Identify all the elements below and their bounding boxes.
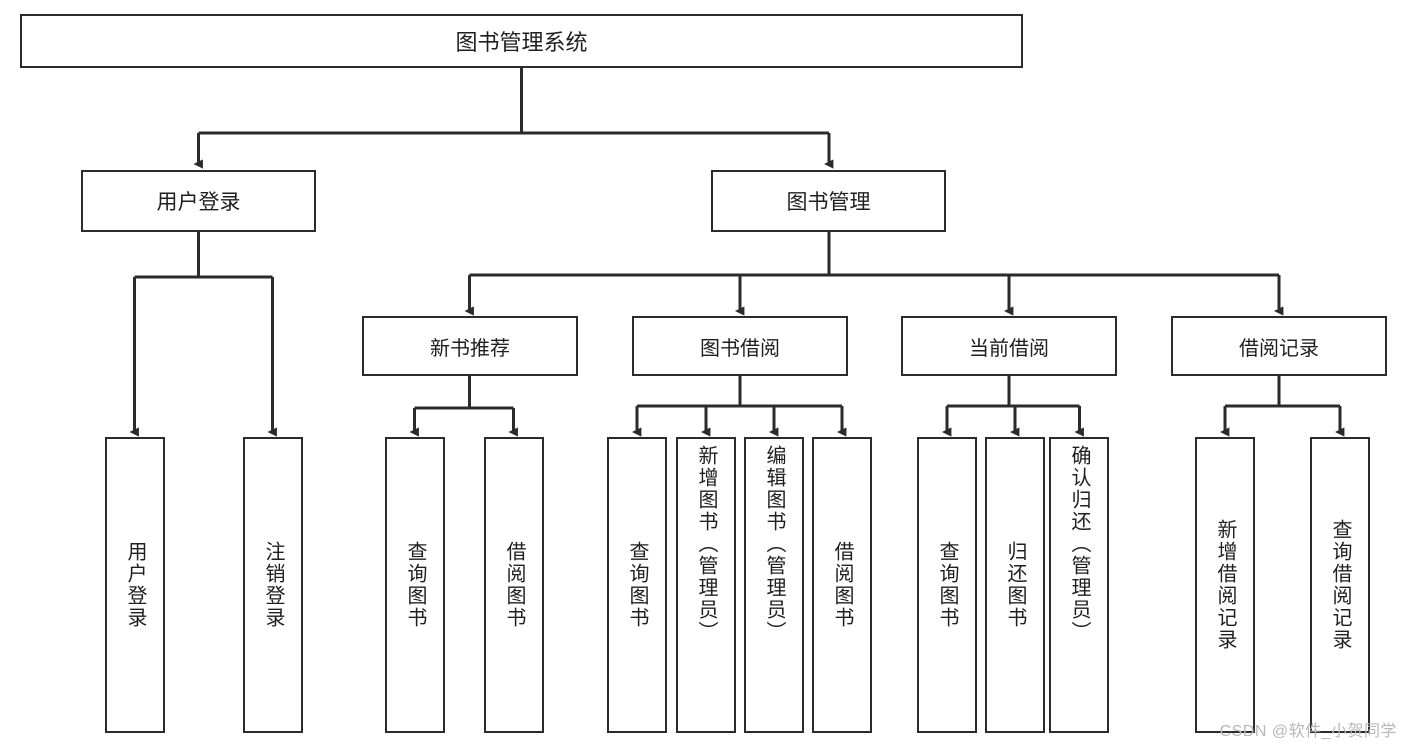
- leaf-query-book-current-label: 查询图书: [936, 541, 958, 629]
- leaf-user-login-label: 用户登录: [124, 541, 146, 629]
- leaf-user-logout-label: 注销登录: [262, 541, 284, 629]
- node-book-manage[interactable]: 图书管理: [711, 170, 946, 232]
- leaf-confirm-return[interactable]: 确认归还（管理员）: [1049, 437, 1109, 733]
- node-book-borrow-label: 图书借阅: [700, 337, 780, 360]
- node-new-book-recommend[interactable]: 新书推荐: [362, 316, 578, 376]
- node-book-manage-label: 图书管理: [786, 191, 871, 214]
- leaf-add-book[interactable]: 新增图书（管理员）: [676, 437, 736, 733]
- node-borrow-record-label: 借阅记录: [1239, 337, 1319, 360]
- leaf-add-book-label: 新增图书（管理员）: [695, 445, 717, 643]
- leaf-confirm-return-label: 确认归还（管理员）: [1068, 445, 1090, 643]
- node-new-book-recommend-label: 新书推荐: [430, 337, 510, 360]
- node-borrow-record[interactable]: 借阅记录: [1171, 316, 1387, 376]
- node-user-login[interactable]: 用户登录: [81, 170, 316, 232]
- leaf-add-borrow-record[interactable]: 新增借阅记录: [1195, 437, 1255, 733]
- leaf-query-borrow-record-label: 查询借阅记录: [1329, 519, 1351, 651]
- node-book-borrow[interactable]: 图书借阅: [632, 316, 848, 376]
- node-root-label: 图书管理系统: [455, 30, 588, 55]
- leaf-user-login[interactable]: 用户登录: [105, 437, 165, 733]
- node-root[interactable]: 图书管理系统: [20, 14, 1023, 68]
- leaf-query-book-recommend-label: 查询图书: [404, 541, 426, 629]
- leaf-edit-book-label: 编辑图书（管理员）: [763, 445, 785, 643]
- leaf-borrow-book-recommend-label: 借阅图书: [503, 541, 525, 629]
- leaf-query-book-borrow[interactable]: 查询图书: [607, 437, 667, 733]
- leaf-query-borrow-record[interactable]: 查询借阅记录: [1310, 437, 1370, 733]
- node-current-borrow[interactable]: 当前借阅: [901, 316, 1117, 376]
- leaf-borrow-book-recommend[interactable]: 借阅图书: [484, 437, 544, 733]
- leaf-query-book-current[interactable]: 查询图书: [917, 437, 977, 733]
- leaf-borrow-book[interactable]: 借阅图书: [812, 437, 872, 733]
- leaf-add-borrow-record-label: 新增借阅记录: [1214, 519, 1236, 651]
- node-current-borrow-label: 当前借阅: [969, 337, 1049, 360]
- leaf-query-book-borrow-label: 查询图书: [626, 541, 648, 629]
- leaf-user-logout[interactable]: 注销登录: [243, 437, 303, 733]
- leaf-return-book[interactable]: 归还图书: [985, 437, 1045, 733]
- leaf-query-book-recommend[interactable]: 查询图书: [385, 437, 445, 733]
- leaf-return-book-label: 归还图书: [1004, 541, 1026, 629]
- leaf-edit-book[interactable]: 编辑图书（管理员）: [744, 437, 804, 733]
- leaf-borrow-book-label: 借阅图书: [831, 541, 853, 629]
- watermark: CSDN @软件_小贺同学: [1219, 723, 1397, 740]
- node-user-login-label: 用户登录: [156, 191, 241, 214]
